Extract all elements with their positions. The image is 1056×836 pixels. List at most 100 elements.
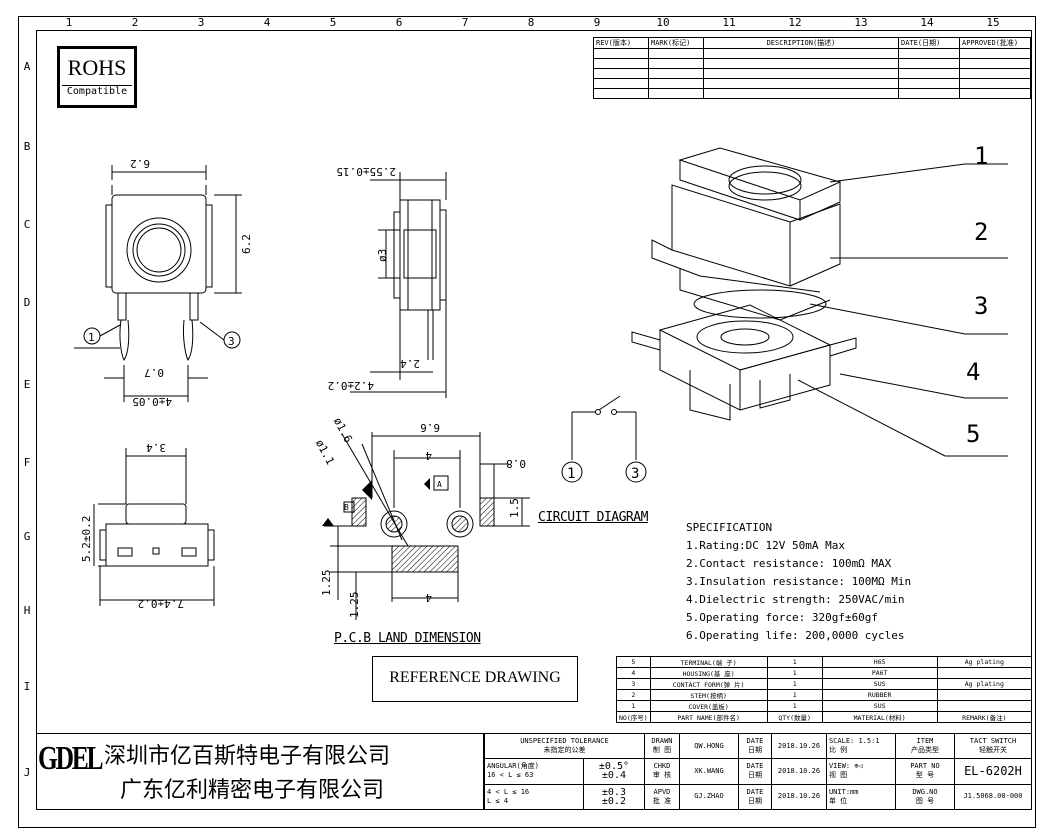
- outer-frame: [18, 16, 1036, 828]
- column-number: 9: [593, 16, 601, 29]
- tol-angular-cell: ANGULAR(角度)16 < L ≤ 63: [484, 758, 584, 785]
- bom-qty: 1: [766, 700, 823, 712]
- date-label-cn: 日期: [747, 771, 762, 780]
- column-number: 2: [131, 16, 139, 29]
- dim-pcb-margin1: 1.25: [320, 570, 333, 597]
- unit-label-cn: 单 位: [828, 796, 848, 805]
- dwgno-label-cn: 图 号: [915, 796, 935, 805]
- dim-pcb-bottom: 4: [425, 591, 432, 604]
- row-letter: G: [23, 530, 31, 543]
- row-letter: H: [23, 604, 31, 617]
- tolerance-title-cn: 未指定的公差: [543, 746, 586, 755]
- dim-side-depth: 2.55±0.15: [336, 165, 396, 178]
- spec-item: 4.Dielectric strength: 250VAC/min: [686, 593, 905, 606]
- rohs-title: ROHS: [67, 55, 127, 80]
- dim-pcb-hole1: ø1.6: [331, 415, 355, 445]
- bom-material: PA6T: [821, 667, 938, 679]
- dimension-labels: 6.2 6.2 0.7 4±0.05 ø3 2.55±0.15 2.4 4.2±…: [80, 157, 639, 618]
- spec-item: 3.Insulation resistance: 100MΩ Min: [686, 575, 912, 588]
- bom-qty: 1: [766, 678, 823, 690]
- company-logo: GDEL: [38, 740, 104, 777]
- item-value-cn: 轻触开关: [978, 746, 1007, 755]
- date-label: DATE: [746, 737, 764, 746]
- dim-lead-gap: 0.7: [144, 366, 164, 379]
- bom-remark: [936, 700, 1033, 712]
- drawing-border: [36, 30, 1032, 810]
- callout-1: 1: [974, 142, 988, 170]
- exploded-view: [631, 147, 857, 421]
- bom-no: 1: [616, 700, 651, 712]
- column-number: 5: [329, 16, 337, 29]
- tol-range-3-val: ±0.2: [601, 795, 626, 807]
- spec-item: 5.Operating force: 320gf±60gf: [686, 611, 879, 624]
- drawn-by: QW.HONG: [678, 732, 739, 760]
- item-label: ITEM: [916, 737, 934, 746]
- datum-b: B: [344, 503, 349, 512]
- row-letter: C: [23, 218, 31, 231]
- tol-angular-val: ±0.5°: [598, 761, 630, 773]
- top-view: [74, 165, 242, 402]
- company-name-1: 深圳市亿百斯特电子有限公司: [104, 744, 391, 769]
- view-cell: VIEW: ⊕◁视 图: [825, 758, 896, 785]
- rohs-badge: ROHS Compatible: [57, 46, 137, 108]
- callout-4: 4: [966, 358, 980, 386]
- spec-item: 6.Operating life: 200,0000 cycles: [686, 629, 905, 642]
- dim-pcb-slot: 0.8: [506, 457, 526, 470]
- dim-side-total: 4.2±0.2: [328, 379, 374, 392]
- tolerance-cell: UNSPECIFIED TOLERANCE 未指定的公差: [484, 732, 645, 760]
- bom-part: TERMINAL(端 子): [649, 656, 768, 668]
- tol-values-1: ±0.5°±0.4: [582, 758, 645, 785]
- date-label: DATE: [746, 787, 764, 796]
- dim-pcb-margin2: 1.25: [348, 592, 361, 619]
- bom-remark: [936, 689, 1033, 701]
- column-number: 14: [920, 16, 934, 29]
- bom-material: SUS: [821, 678, 938, 690]
- pin1-label: 1: [88, 331, 95, 344]
- projection-icon: ⊕◁: [854, 762, 863, 771]
- bom-header-remark: REMARK(备注): [936, 711, 1033, 723]
- tol-values-2: ±0.3±0.2: [582, 783, 645, 811]
- item-value: TACT SWITCH: [969, 737, 1017, 746]
- column-number: 4: [263, 16, 271, 29]
- dim-top-width: 6.2: [130, 157, 150, 170]
- dwgno-label: DWG.NO: [912, 787, 938, 796]
- bom-header: NO(序号)PART NAME(部件名)QTY(数量)MATERIAL(材料)R…: [616, 711, 1033, 723]
- dim-top-height: 6.2: [240, 234, 253, 254]
- column-number: 11: [722, 16, 736, 29]
- column-number: 7: [461, 16, 469, 29]
- tol-range-2-val: ±0.3: [601, 786, 626, 798]
- column-number: 6: [395, 16, 403, 29]
- bom-qty: 1: [766, 656, 823, 668]
- callout-3: 3: [974, 292, 988, 320]
- partno-value: EL-6202H: [953, 758, 1033, 785]
- date-label: DATE: [746, 762, 764, 771]
- chkd-label: CHKD: [653, 762, 671, 771]
- dim-front-height: 5.2±0.2: [80, 516, 93, 562]
- bom-material: RUBBER: [821, 689, 938, 701]
- spec-title: SPECIFICATION: [686, 521, 773, 534]
- circuit-diagram-label: CIRCUIT DIAGRAM: [538, 510, 648, 525]
- side-view: [350, 172, 447, 398]
- row-letter: B: [23, 140, 31, 153]
- dim-side-dia: ø3: [376, 249, 389, 262]
- front-view: [93, 448, 215, 606]
- bom-part: STEM(按柄): [649, 689, 768, 701]
- row-letter: F: [23, 456, 31, 469]
- scale-label: SCALE: 1.5:1: [828, 737, 880, 746]
- drawn-date: 2018.10.26: [770, 732, 827, 760]
- company-block: GDEL 深圳市亿百斯特电子有限公司 广东亿利精密电子有限公司: [36, 733, 484, 810]
- item-label-cn: 产品类型: [910, 746, 939, 755]
- bom-remark: Ag plating: [936, 656, 1033, 668]
- dim-pcb-pitch: 4: [425, 449, 432, 462]
- rohs-subtitle: Compatible: [62, 85, 132, 97]
- row-letter: J: [23, 766, 31, 779]
- bom-header-part: PART NAME(部件名): [649, 711, 768, 723]
